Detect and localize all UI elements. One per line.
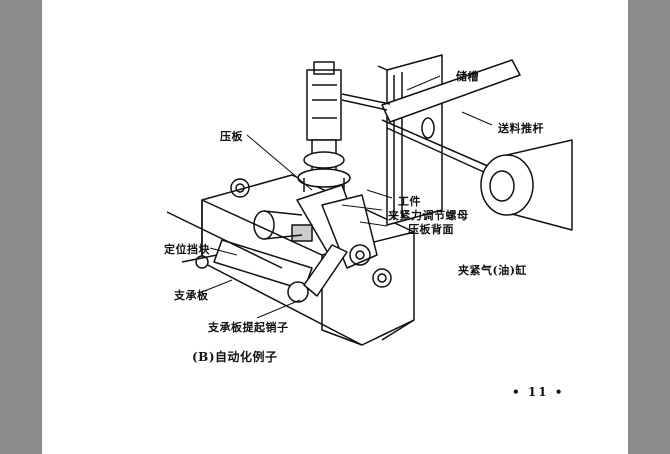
support-plate xyxy=(166,211,348,303)
label-storage-tank: 储槽 xyxy=(456,70,479,83)
label-feed-push-rod: 送料推杆 xyxy=(498,122,544,135)
label-support-lift-pin: 支承板提起销子 xyxy=(208,321,289,334)
label-pressure-plate: 压板 xyxy=(220,130,243,143)
label-workpiece: 工件 xyxy=(398,195,421,208)
label-pressure-plate-back: 压板背面 xyxy=(408,223,454,236)
document-page: 储槽 送料推杆 压板 工件 夹紧力调节螺母 压板背面 定位挡块 夹紧气(油)缸 … xyxy=(42,0,628,454)
pressure-plate-assembly xyxy=(253,184,378,269)
mechanical-fixture-diagram xyxy=(166,54,573,346)
screw-column xyxy=(297,61,351,192)
label-clamp-adjust-nut: 夹紧力调节螺母 xyxy=(388,209,469,222)
page-number: • 11 • xyxy=(512,385,565,399)
figure-caption: (B)自动化例子 xyxy=(192,350,278,364)
label-clamp-cylinder: 夹紧气(油)缸 xyxy=(458,264,527,277)
clamp-cylinder-shape xyxy=(480,139,573,231)
label-support-plate: 支承板 xyxy=(174,289,209,302)
label-positioning-stop: 定位挡块 xyxy=(164,243,210,256)
feed-push-rod xyxy=(341,59,521,179)
